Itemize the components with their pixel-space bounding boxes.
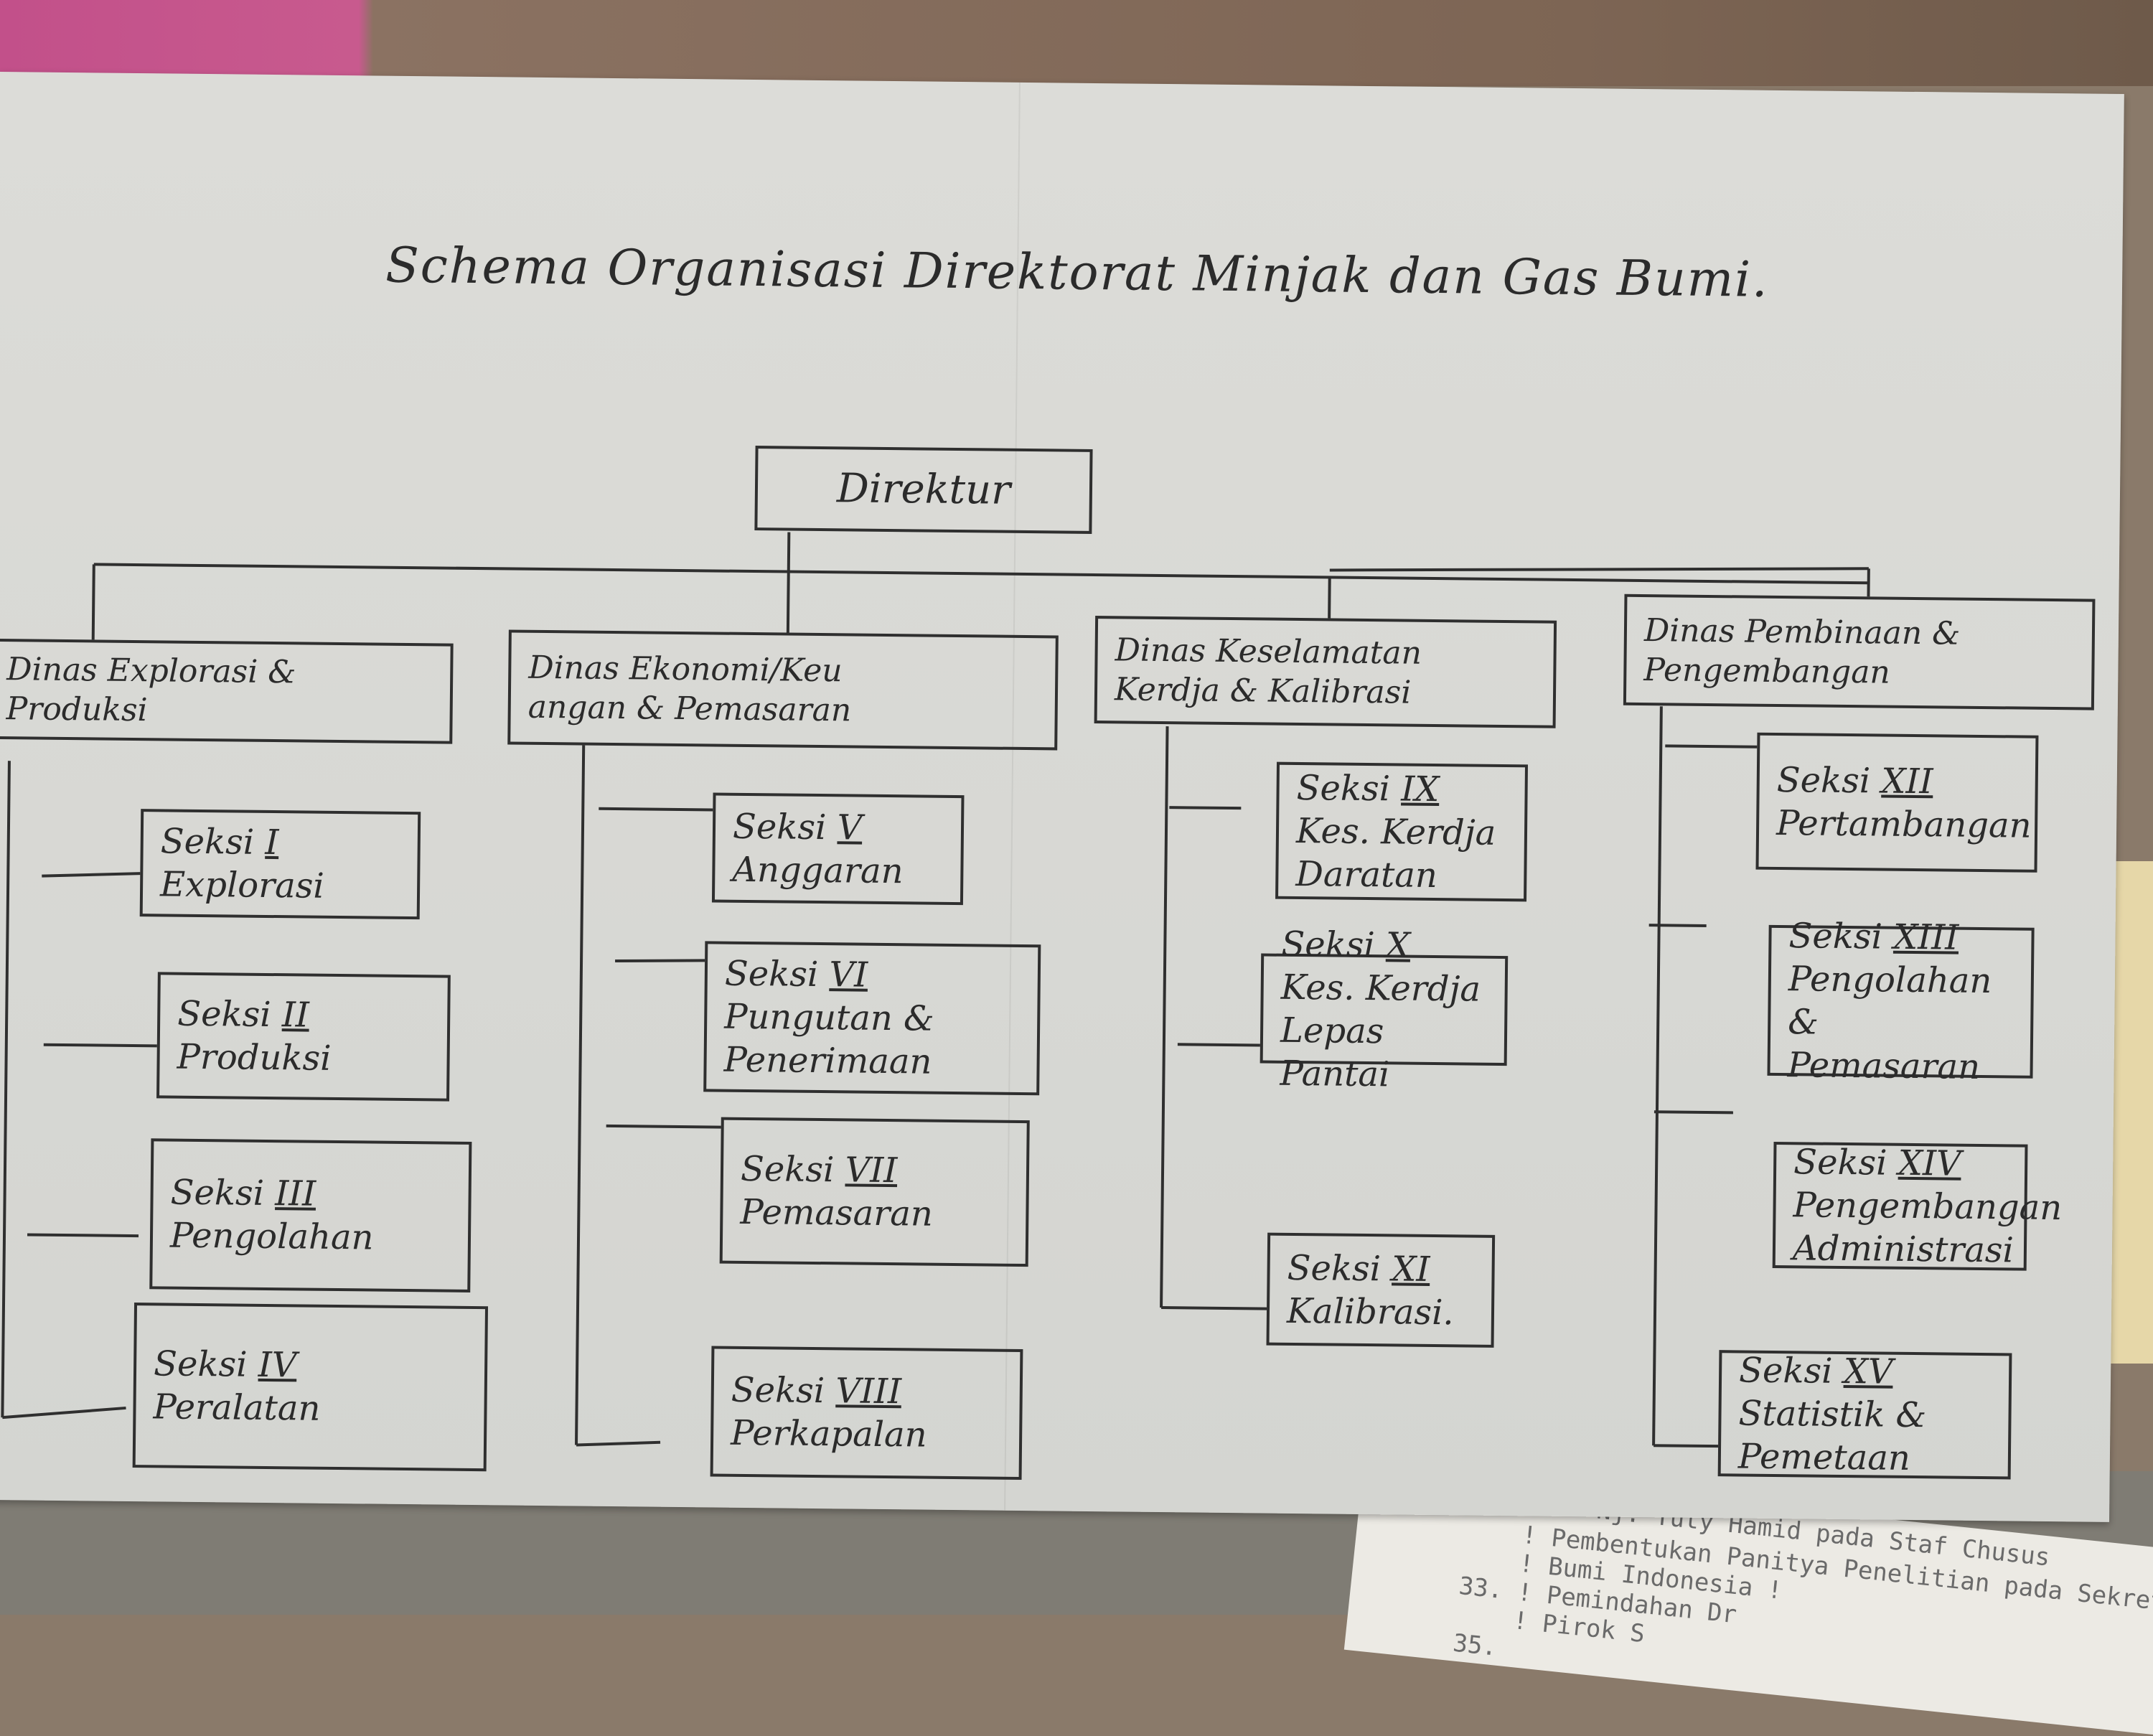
section-heading: Seksi XV <box>1739 1348 1893 1393</box>
director-box: Direktur <box>754 446 1092 534</box>
section-label: Seksi <box>1788 916 1882 957</box>
section-name: Pengolahan <box>170 1214 374 1259</box>
section-numeral: XIII <box>1893 917 1959 958</box>
background-top <box>0 0 2153 86</box>
section-numeral: IX <box>1401 769 1440 810</box>
department-box-safety: Dinas Keselamatan Kerdja & Kalibrasi <box>1094 616 1557 728</box>
section-heading: Seksi VI <box>725 952 868 997</box>
section-numeral: XI <box>1392 1249 1430 1290</box>
section-label: Seksi <box>1777 759 1871 800</box>
section-heading: Seksi XIII <box>1788 914 1959 959</box>
section-label: Seksi <box>733 806 827 847</box>
section-numeral: XV <box>1844 1351 1893 1392</box>
section-label: Seksi <box>1793 1142 1887 1183</box>
section-numeral: III <box>275 1173 316 1214</box>
section-label: Seksi <box>170 1173 264 1214</box>
section-name: Kes. Kerdja Lepas Pantai <box>1280 965 1488 1097</box>
section-heading: Seksi XIV <box>1793 1140 1961 1185</box>
section-name: Anggaran <box>732 848 904 892</box>
department-name-line: Dinas Pembinaan & <box>1644 611 2075 654</box>
section-heading: Seksi V <box>733 804 863 849</box>
section-heading: Seksi I <box>160 820 278 864</box>
department-name-line: Pengembangan <box>1643 650 2075 694</box>
director-label: Direktur <box>837 464 1011 516</box>
department-box-exploration: Dinas Explorasi & Produksi <box>0 639 454 744</box>
section-heading: Seksi XII <box>1776 758 1933 802</box>
section-label: Seksi <box>1739 1350 1833 1391</box>
section-name: Pungutan & Penerimaan <box>723 995 1020 1084</box>
section-name: Peralatan <box>153 1385 321 1430</box>
section-heading: Seksi VIII <box>731 1369 902 1413</box>
section-numeral: VI <box>829 954 868 995</box>
section-numeral: VII <box>845 1150 897 1191</box>
department-box-economy: Dinas Ekonomi/Keu angan & Pemasaran <box>507 629 1059 750</box>
section-heading: Seksi VII <box>741 1148 898 1192</box>
section-label: Seksi <box>731 1370 825 1411</box>
section-heading: Seksi XI <box>1287 1246 1430 1290</box>
section-numeral: I <box>265 822 279 863</box>
section-label: Seksi <box>154 1343 248 1384</box>
section-label: Seksi <box>1296 767 1390 808</box>
section-name: Produksi <box>177 1036 331 1080</box>
section-name: Explorasi <box>160 863 324 907</box>
section-name: Pertambangan <box>1776 801 2032 847</box>
department-name-line: Kerdja & Kalibrasi <box>1115 670 1537 713</box>
department-name-line: Dinas Keselamatan <box>1115 630 1537 674</box>
section-name: Pengolahan & Pemasaran <box>1787 957 2014 1089</box>
section-heading: Seksi IX <box>1296 766 1439 810</box>
section-numeral: X <box>1386 925 1411 965</box>
section-label: Seksi <box>160 821 254 862</box>
section-label: Seksi <box>1281 924 1375 965</box>
section-name: Pengembangan Administrasi <box>1793 1183 2063 1272</box>
section-name: Perkapalan <box>731 1412 927 1457</box>
section-numeral: VIII <box>835 1371 901 1412</box>
department-box-development: Dinas Pembinaan & Pengembangan <box>1623 594 2096 710</box>
department-name-line: Dinas Ekonomi/Keu <box>528 648 1038 693</box>
section-numeral: II <box>282 995 310 1035</box>
section-numeral: XII <box>1881 761 1933 802</box>
section-heading: Seksi X <box>1281 922 1410 967</box>
section-numeral: V <box>837 807 862 848</box>
typed-line: 35. <box>1452 1629 1498 1662</box>
section-numeral: XIV <box>1898 1143 1961 1184</box>
department-name-line: angan & Pemasaran <box>527 688 1038 732</box>
section-heading: Seksi IV <box>154 1342 297 1387</box>
section-name: Kes. Kerdja Daratan <box>1295 809 1507 897</box>
section-label: Seksi <box>741 1149 835 1190</box>
section-label: Seksi <box>725 954 819 995</box>
section-name: Kalibrasi. <box>1287 1289 1454 1333</box>
org-chart-sheet: Schema Organisasi Direktorat Minjak dan … <box>0 72 2124 1522</box>
section-numeral: IV <box>258 1345 296 1386</box>
section-label: Seksi <box>177 994 271 1035</box>
section-name: Statistik & Pemetaan <box>1738 1392 1992 1481</box>
department-name-line: Dinas Explorasi & <box>6 649 433 693</box>
top-connector <box>94 564 1869 583</box>
section-name: Pemasaran <box>740 1191 933 1236</box>
department-name-line: Produksi <box>6 689 433 733</box>
section-label: Seksi <box>1287 1247 1381 1288</box>
section-heading: Seksi II <box>177 993 309 1037</box>
section-heading: Seksi III <box>170 1171 316 1216</box>
